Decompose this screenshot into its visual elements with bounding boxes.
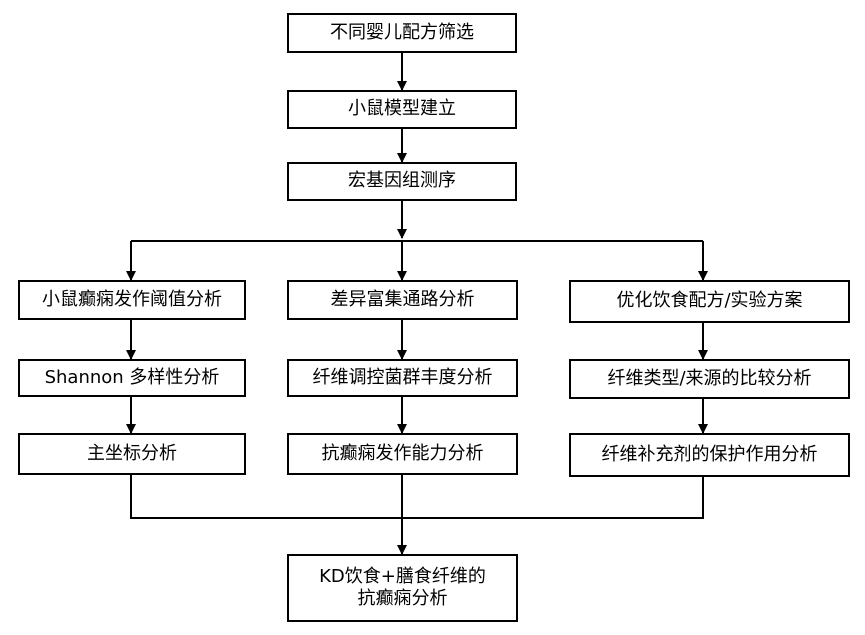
final-kd-fiber-analysis-line2: 抗癫痫分析 — [357, 588, 448, 609]
middle-branch-box-2: 纤维调控菌群丰度分析 — [287, 359, 518, 397]
step-mouse-model-label: 小鼠模型建立 — [348, 98, 456, 120]
middle-branch-box-2-label: 纤维调控菌群丰度分析 — [312, 366, 493, 388]
step-mouse-model: 小鼠模型建立 — [287, 90, 517, 129]
right-branch-box-1-label: 优化饮食配方/实验方案 — [616, 290, 803, 312]
middle-branch-box-3: 抗癫痫发作能力分析 — [287, 433, 518, 475]
right-branch-box-3-label: 纤维补充剂的保护作用分析 — [601, 443, 818, 465]
left-branch-box-2: Shannon 多样性分析 — [18, 359, 246, 397]
merge-line — [130, 474, 704, 519]
middle-branch-box-3-label: 抗癫痫发作能力分析 — [321, 442, 484, 464]
right-branch-box-3: 纤维补充剂的保护作用分析 — [569, 433, 850, 477]
right-branch-box-2-label: 纤维类型/来源的比较分析 — [607, 367, 812, 389]
left-branch-box-3-label: 主坐标分析 — [87, 442, 177, 464]
middle-branch-box-1: 差异富集通路分析 — [287, 280, 518, 320]
step-infant-formula-screening-label: 不同婴儿配方筛选 — [330, 21, 474, 43]
step-metagenome-sequencing-label: 宏基因组测序 — [348, 170, 456, 192]
left-branch-box-2-label: Shannon 多样性分析 — [44, 366, 220, 388]
right-branch-box-2: 纤维类型/来源的比较分析 — [569, 359, 850, 399]
middle-branch-box-1-label: 差异富集通路分析 — [330, 288, 475, 310]
step-metagenome-sequencing: 宏基因组测序 — [287, 162, 517, 201]
right-branch-box-1: 优化饮食配方/实验方案 — [569, 280, 850, 323]
left-branch-box-1: 小鼠癫痫发作阈值分析 — [18, 280, 246, 320]
final-kd-fiber-analysis: KD饮食+膳食纤维的 抗癫痫分析 — [287, 554, 518, 622]
left-branch-box-1-label: 小鼠癫痫发作阈值分析 — [42, 288, 222, 310]
left-branch-box-3: 主坐标分析 — [18, 433, 246, 475]
final-kd-fiber-analysis-line1: KD饮食+膳食纤维的 — [319, 565, 486, 587]
step-infant-formula-screening: 不同婴儿配方筛选 — [287, 13, 517, 53]
